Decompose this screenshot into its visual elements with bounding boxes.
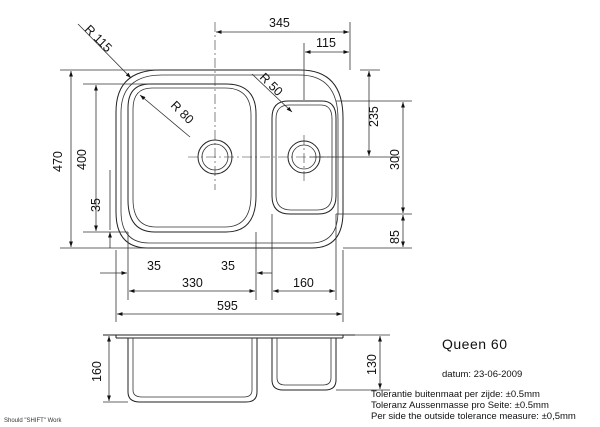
dim-top-115: 115 [316,36,336,50]
sink-top-view [115,22,344,249]
small-bowl-outline [271,100,337,215]
dim-side-130: 130 [365,354,379,375]
dim-bottom-35a: 35 [147,259,161,273]
dim-470: 470 [51,151,65,172]
side-main-bowl [127,338,258,403]
small-bowl-inner [275,104,333,211]
dim-235: 235 [367,106,381,127]
tolerance-en: Per side the outside tolerance measure: … [371,411,576,422]
product-title: Queen 60 [442,336,508,352]
tolerance-nl: Tolerantie buitenmaat per zijde: ±0.5mm [371,389,540,400]
dim-330: 330 [182,276,203,290]
dim-bottom-160: 160 [293,276,314,290]
dim-85: 85 [388,230,402,244]
footer-credit: Should "SHIFT" Work [4,418,62,424]
tolerance-de: Toleranz Aussenmasse pro Seite: ±0.5mm [371,400,549,411]
side-small-bowl [271,338,337,391]
dimensions: 345 115 R 115 R 80 R 50 470 400 35 235 [51,16,412,322]
sink-inner-rim [120,74,339,244]
main-bowl-outline [127,83,257,233]
dim-bottom-35b: 35 [221,259,235,273]
dim-400: 400 [75,149,89,170]
dim-595: 595 [217,299,238,313]
dim-r50: R 50 [257,70,286,99]
sink-side-view: 160 130 [90,334,390,403]
dim-r115: R 115 [82,22,115,55]
dim-345: 345 [269,16,290,30]
dim-side-160: 160 [90,361,104,382]
dim-300: 300 [388,149,402,170]
main-bowl-inner [132,87,252,228]
drawing-date: datum: 23-06-2009 [442,369,523,380]
sink-outer-rim [115,69,344,249]
dim-left-35: 35 [89,198,103,212]
